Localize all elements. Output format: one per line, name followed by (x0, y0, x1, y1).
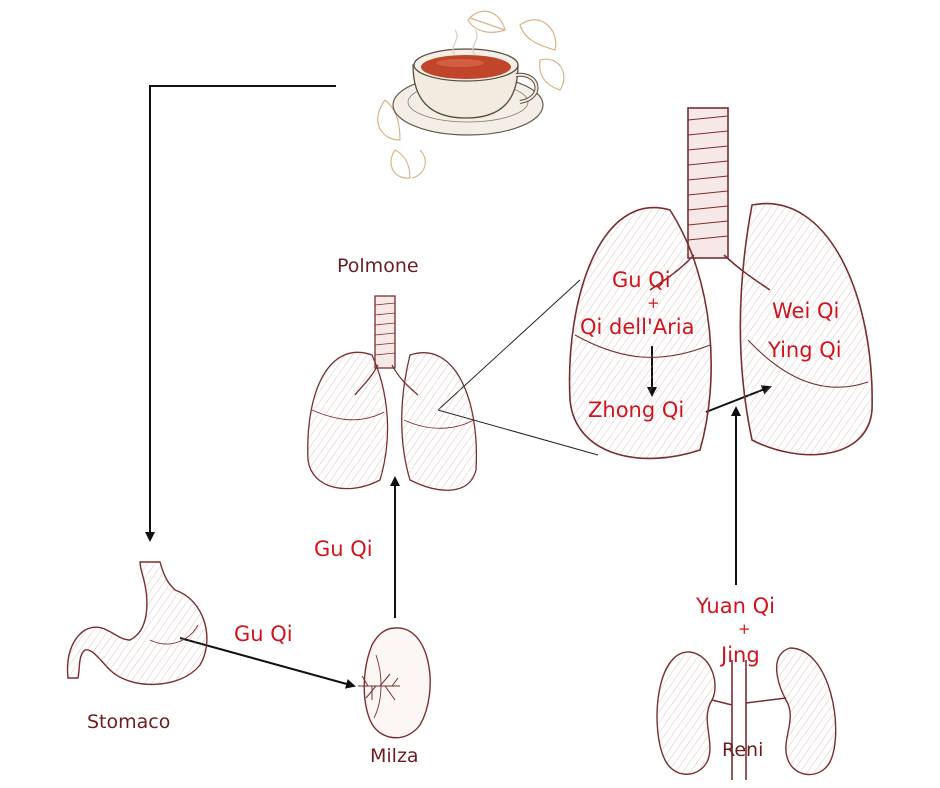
tea-leaves-decoration (377, 10, 565, 179)
label-reni: Reni (722, 739, 764, 761)
arrow-tea-to-stomach (145, 85, 336, 542)
label-jing: Jing (721, 643, 760, 667)
label-zhong-qi: Zhong Qi (588, 398, 685, 422)
label-yuan-qi: Yuan Qi (696, 594, 775, 618)
label-plus-bottom: + (738, 620, 751, 638)
label-gu-qi-stomach-spleen: Gu Qi (234, 622, 293, 646)
label-plus-top: + (647, 294, 660, 312)
label-polmone: Polmone (337, 255, 419, 277)
kidneys-illustration (656, 647, 837, 780)
tea-cup-illustration (377, 10, 565, 179)
label-wei-qi: Wei Qi (772, 299, 840, 323)
label-gu-qi-spleen-lung: Gu Qi (314, 537, 373, 561)
small-lung-illustration (307, 295, 478, 491)
spleen-illustration (358, 627, 431, 739)
large-lung-illustration (568, 107, 873, 460)
arrow-stomach-to-spleen (179, 637, 356, 689)
label-milza: Milza (370, 745, 419, 767)
stomach-illustration (66, 561, 208, 686)
label-gu-qi-lung: Gu Qi (612, 268, 671, 292)
label-qi-aria: Qi dell'Aria (580, 315, 695, 339)
label-stomaco: Stomaco (87, 711, 171, 733)
label-ying-qi: Ying Qi (768, 338, 842, 362)
